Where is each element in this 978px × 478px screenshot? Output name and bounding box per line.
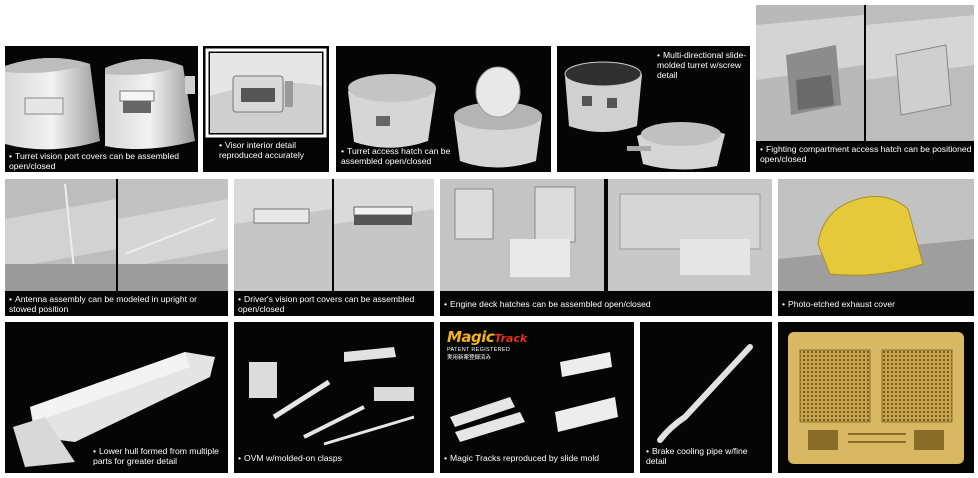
caption-text: Lower hull formed from multiple parts fo… [93, 446, 219, 466]
engine-deck-render [440, 179, 772, 291]
panel-ovm: •OVM w/molded-on clasps [234, 322, 434, 473]
magic-track-logo: MagicTrack PATENT REGISTERED 実用新案登録済み [447, 328, 527, 361]
panel-engine-deck: •Engine deck hatches can be assembled op… [440, 179, 772, 316]
logo-patent: PATENT REGISTERED [447, 347, 511, 353]
caption-text: Driver's vision port covers can be assem… [238, 294, 415, 314]
magic-tracks-render [450, 352, 618, 442]
turret-hatch-render [348, 66, 542, 168]
engine-deck-caption: •Engine deck hatches can be assembled op… [444, 299, 651, 309]
ovm-caption: •OVM w/molded-on clasps [238, 453, 342, 463]
fighting-hatch-caption: •Fighting compartment access hatch can b… [760, 144, 972, 164]
brake-pipe-caption: •Brake cooling pipe w/fine detail [646, 446, 748, 466]
caption-text: Visor interior detail reproduced accurat… [219, 140, 305, 160]
pe-fret-render [788, 332, 964, 464]
panel-driver-port: •Driver's vision port covers can be asse… [234, 179, 434, 316]
caption-text: Turret access hatch can be assembled ope… [341, 146, 451, 166]
panel-turret-hatch: •Turret access hatch can be assembled op… [336, 46, 551, 172]
exhaust-caption: •Photo-etched exhaust cover [782, 299, 896, 309]
brake-pipe-render [657, 344, 753, 443]
panel-brake-pipe: •Brake cooling pipe w/fine detail [640, 322, 772, 473]
driver-port-caption: •Driver's vision port covers can be asse… [238, 294, 415, 314]
logo-jp: 実用新案登録済み [447, 355, 492, 361]
panel-pe-fret [778, 322, 974, 473]
visor-interior-caption: •Visor interior detail reproduced accura… [219, 140, 305, 160]
panel-antenna: •Antenna assembly can be modeled in upri… [5, 179, 228, 316]
caption-text: Multi-directional slide-molded turret w/… [657, 50, 747, 80]
turret-vision-caption: •Turret vision port covers can be assemb… [9, 151, 180, 171]
lower-hull-caption: •Lower hull formed from multiple parts f… [93, 446, 219, 466]
panel-slide-turret: •Multi-directional slide-molded turret w… [557, 46, 750, 172]
caption-text: Antenna assembly can be modeled in uprig… [9, 294, 198, 314]
caption-text: Fighting compartment access hatch can be… [760, 144, 972, 164]
logo-word-magic: Magic [447, 328, 495, 346]
caption-text: Brake cooling pipe w/fine detail [646, 446, 748, 466]
turret-vision-render [5, 57, 195, 150]
magic-tracks-caption: •Magic Tracks reproduced by slide mold [444, 453, 600, 463]
caption-text: OVM w/molded-on clasps [244, 453, 342, 463]
slide-turret-caption: •Multi-directional slide-molded turret w… [657, 50, 747, 80]
panel-visor-interior: •Visor interior detail reproduced accura… [203, 46, 329, 172]
lower-hull-render [13, 352, 215, 467]
slide-turret-render [564, 61, 725, 170]
antenna-caption: •Antenna assembly can be modeled in upri… [9, 294, 198, 314]
panel-lower-hull: •Lower hull formed from multiple parts f… [5, 322, 228, 473]
panel-magic-tracks: MagicTrack PATENT REGISTERED 実用新案登録済み •M… [440, 322, 634, 473]
caption-text: Engine deck hatches can be assembled ope… [450, 299, 651, 309]
logo-word-track: Track [494, 332, 528, 345]
panel-turret-vision-ports: •Turret vision port covers can be assemb… [5, 46, 198, 172]
exhaust-render [778, 179, 974, 291]
caption-text: Photo-etched exhaust cover [788, 299, 896, 309]
fighting-hatch-render [756, 5, 974, 141]
panel-exhaust: •Photo-etched exhaust cover [778, 179, 974, 316]
visor-interior-render [205, 48, 327, 138]
antenna-render [5, 179, 228, 291]
caption-text: Magic Tracks reproduced by slide mold [450, 453, 600, 463]
caption-text: Turret vision port covers can be assembl… [9, 151, 180, 171]
turret-hatch-caption: •Turret access hatch can be assembled op… [341, 146, 451, 166]
ovm-render [249, 347, 415, 446]
panel-fighting-hatch: •Fighting compartment access hatch can b… [756, 5, 974, 172]
driver-port-render [234, 179, 434, 291]
